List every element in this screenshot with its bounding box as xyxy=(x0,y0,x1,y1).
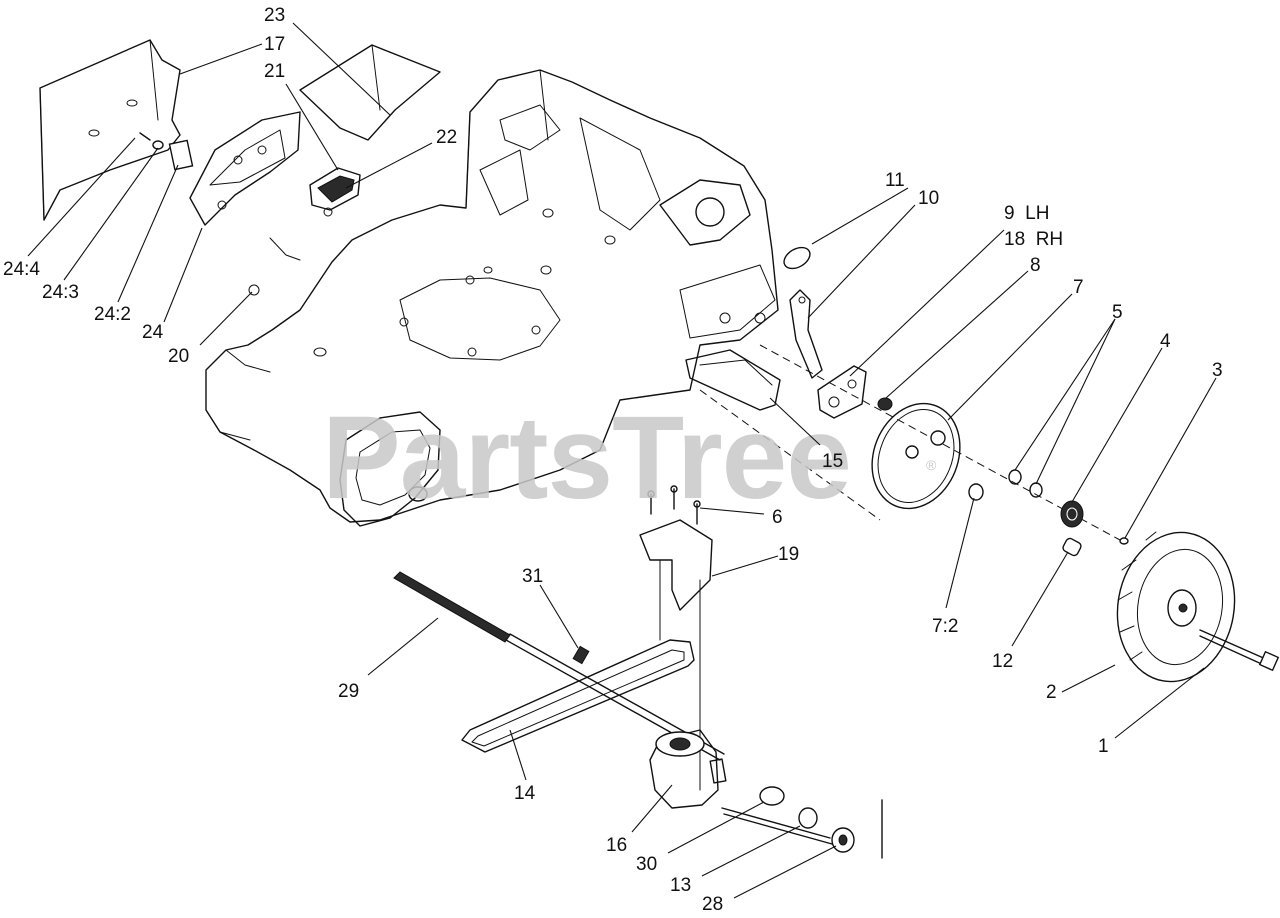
callout-20: 20 xyxy=(168,346,189,367)
callout-21: 21 xyxy=(264,61,285,82)
rear-door-bracket-part xyxy=(190,112,300,225)
callout-14: 14 xyxy=(514,783,536,804)
callout-18-rh: 18 RH xyxy=(1004,229,1063,250)
callout-3: 3 xyxy=(1212,360,1223,381)
callout-1: 1 xyxy=(1098,736,1109,757)
callout-7: 7 xyxy=(1073,277,1084,298)
bushing-part xyxy=(1062,537,1083,557)
lever-knob-part xyxy=(780,243,813,273)
ratchet-part xyxy=(1061,501,1083,527)
callout-6: 6 xyxy=(772,507,783,528)
callout-9-lh: 9 LH xyxy=(1004,203,1049,224)
callout-2: 2 xyxy=(1046,682,1057,703)
height-adjust-lever-part xyxy=(790,290,822,378)
transmission-part xyxy=(650,730,726,808)
callout-10: 10 xyxy=(918,188,939,209)
callout-5: 5 xyxy=(1112,302,1123,323)
callout-24-4: 24:4 xyxy=(3,259,40,280)
callout-24-3: 24:3 xyxy=(42,282,79,303)
callout-7-2: 7:2 xyxy=(932,616,958,637)
wheel-part xyxy=(1106,523,1246,691)
callout-15: 15 xyxy=(822,451,843,472)
callout-22: 22 xyxy=(436,127,457,148)
callout-11: 11 xyxy=(885,170,905,191)
rear-flap-part xyxy=(40,40,180,220)
spacer-part xyxy=(969,484,983,500)
output-spacer-part xyxy=(799,808,817,828)
callout-24: 24 xyxy=(142,322,164,343)
latch-bracket-part xyxy=(310,168,360,216)
washer-parts xyxy=(1009,470,1042,497)
callout-17: 17 xyxy=(264,34,285,55)
callout-13: 13 xyxy=(670,875,691,896)
pinion-gear-part xyxy=(832,800,882,858)
callout-12: 12 xyxy=(992,651,1013,672)
pin-part xyxy=(1120,538,1128,544)
callout-16: 16 xyxy=(606,835,627,856)
callout-30: 30 xyxy=(636,854,657,875)
rear-deflector-part xyxy=(300,45,440,140)
callout-31: 31 xyxy=(522,566,543,587)
watermark-registered-mark: ® xyxy=(926,457,937,473)
callout-28: 28 xyxy=(702,894,723,915)
callout-24-2: 24:2 xyxy=(94,304,131,325)
callout-4: 4 xyxy=(1160,331,1171,352)
callout-8: 8 xyxy=(1030,255,1041,276)
callout-29: 29 xyxy=(338,681,359,702)
callout-19: 19 xyxy=(778,544,799,565)
callout-23: 23 xyxy=(264,5,285,26)
nut-part xyxy=(878,398,892,410)
belt-guide-bolt-part xyxy=(573,646,589,663)
watermark-text: PartsTree xyxy=(322,392,851,524)
